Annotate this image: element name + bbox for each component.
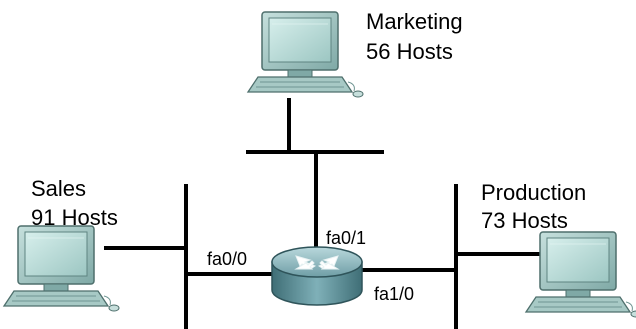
marketing-pc-icon xyxy=(247,11,364,98)
marketing-hosts-label: 56 Hosts xyxy=(366,39,453,64)
production-hosts-label: 73 Hosts xyxy=(481,208,568,233)
interface-fa0-0-label: fa0/0 xyxy=(207,249,248,269)
sales-hosts-label: 91 Hosts xyxy=(31,205,118,230)
wiring xyxy=(104,98,540,329)
sales-pc-icon xyxy=(3,225,120,312)
production-pc-icon xyxy=(525,231,636,318)
router-icon xyxy=(271,246,363,306)
marketing-name-label: Marketing xyxy=(366,9,463,34)
production-name-label: Production xyxy=(481,180,587,205)
interface-fa0-1-label: fa0/1 xyxy=(326,228,367,248)
interface-fa1-0-label: fa1/0 xyxy=(374,284,415,304)
sales-name-label: Sales xyxy=(31,176,87,201)
